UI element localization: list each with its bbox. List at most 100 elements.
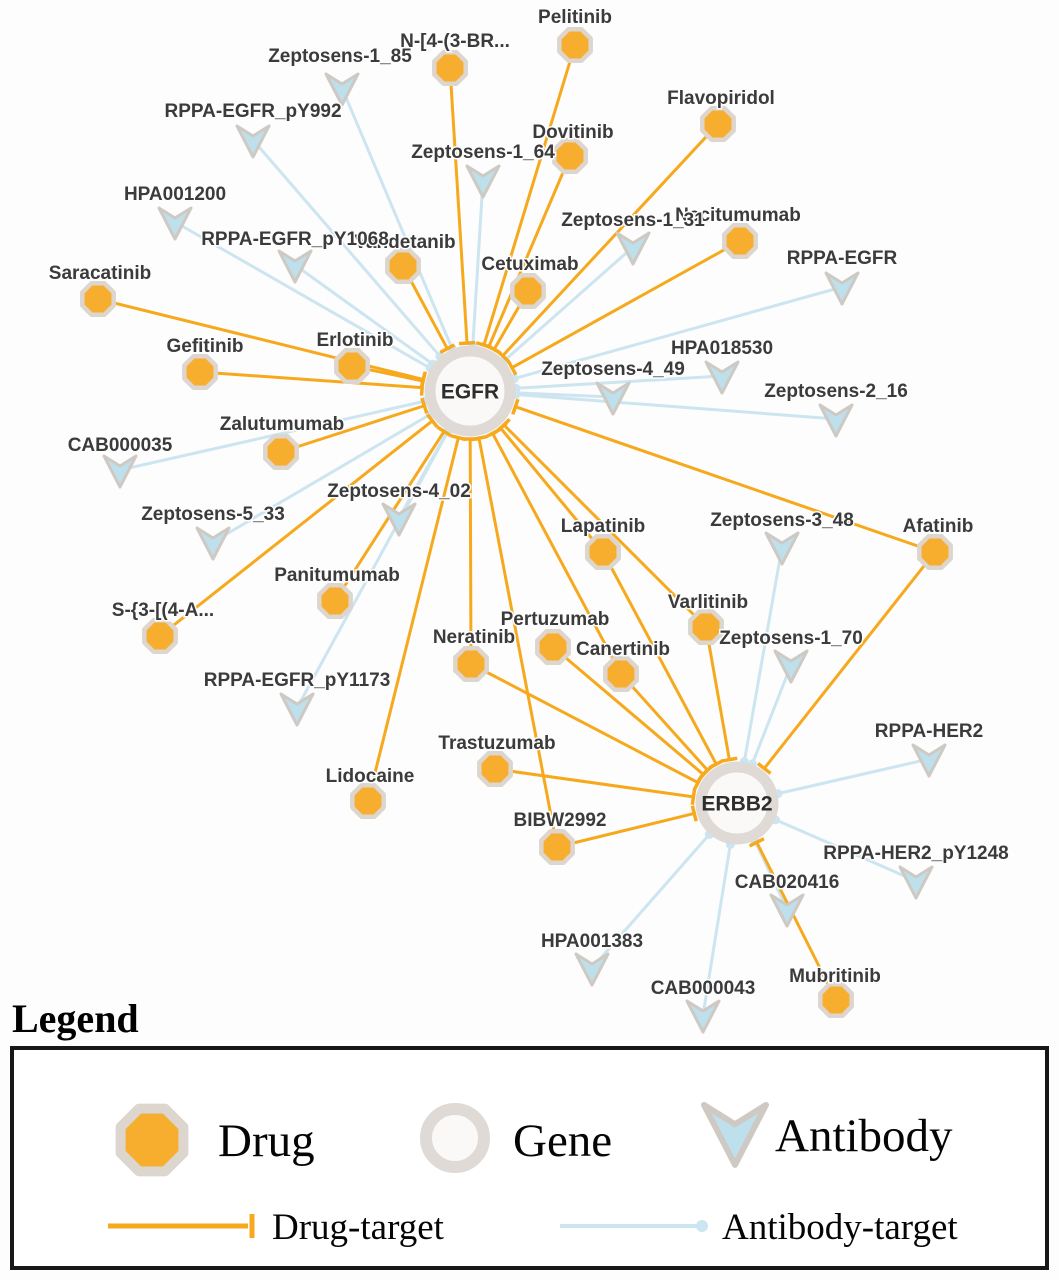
- drug-edge-tee-bibw2992: [690, 805, 698, 822]
- node-label-bibw2992: BIBW2992: [514, 810, 607, 831]
- node-label-rppa-egfr-py1173: RPPA-EGFR_pY1173: [204, 670, 391, 691]
- antibody-target-edge-zeptosens-4-49: [515, 391, 614, 399]
- node-label-flavopiridol: Flavopiridol: [667, 88, 775, 109]
- node-label-zeptosens-1-70: Zeptosens-1_70: [719, 628, 863, 649]
- node-label-varlitinib: Varlitinib: [668, 592, 748, 613]
- drug-node-necitumumab[interactable]: [722, 223, 758, 259]
- drug-target-edge-neratinib-erbb2: [470, 662, 699, 784]
- antibody-target-edge-rppa-egfr-py1173: [295, 430, 450, 709]
- node-label-pelitinib: Pelitinib: [538, 7, 612, 28]
- node-label-hpa001200: HPA001200: [124, 184, 226, 205]
- drug-node-vandetanib[interactable]: [385, 248, 421, 284]
- drug-target-edge-varlitinib-erbb2: [704, 626, 731, 760]
- antibody-target-edge-rppa-her2: [777, 757, 930, 796]
- legend-antibody-target-label: Antibody-target: [722, 1207, 958, 1248]
- gene-node-egfr[interactable]: [424, 345, 516, 437]
- antibody-node-zeptosens-1-31[interactable]: [615, 231, 651, 266]
- antibody-node-zeptosens-4-02[interactable]: [381, 502, 417, 537]
- antibody-node-zeptosens-4-49[interactable]: [595, 381, 631, 416]
- drug-target-edge-pelitinib-egfr: [482, 44, 577, 346]
- node-label-rppa-egfr-py1068: RPPA-EGFR_pY1068: [201, 229, 389, 250]
- node-label-mubritinib: Mubritinib: [789, 966, 881, 987]
- drug-node-flavopiridol[interactable]: [700, 106, 736, 142]
- antibody-node-hpa001200[interactable]: [157, 206, 193, 241]
- antibody-node-rppa-her2-py1248[interactable]: [898, 865, 934, 900]
- antibody-target-edge-hpa018530: [515, 374, 723, 390]
- antibody-node-hpa018530[interactable]: [704, 360, 740, 395]
- antibody-node-rppa-egfr-py1173[interactable]: [279, 692, 315, 727]
- antibody-target-edge-rppa-egfr-py1068: [294, 263, 434, 366]
- drug-node-neratinib[interactable]: [453, 646, 489, 682]
- node-label-necitumumab: Necitumumab: [675, 205, 801, 226]
- antibody-node-hpa001383[interactable]: [574, 952, 610, 987]
- antibody-node-rppa-her2[interactable]: [911, 743, 947, 778]
- antibody-target-edge-zeptosens-2-16: [515, 393, 837, 421]
- drug-node-zalutumumab[interactable]: [263, 434, 299, 470]
- drug-target-edge-s-3-4-a-egfr: [159, 419, 434, 638]
- legend-drug-icon: [115, 1103, 189, 1177]
- drug-edge-tee-afatinib: [756, 762, 772, 775]
- node-label-pertuzumab: Pertuzumab: [501, 609, 610, 630]
- drug-edge-tee-vandetanib: [439, 343, 456, 355]
- drug-node-lapatinib[interactable]: [585, 534, 621, 570]
- antibody-node-zeptosens-5-33[interactable]: [195, 526, 231, 561]
- drug-node-saracatinib[interactable]: [80, 281, 116, 317]
- antibody-node-zeptosens-2-16[interactable]: [818, 403, 854, 438]
- drug-target-edge-lapatinib-egfr: [499, 427, 605, 553]
- drug-node-bibw2992[interactable]: [539, 829, 575, 865]
- drug-node-pertuzumab[interactable]: [535, 629, 571, 665]
- drug-target-edge-gefitinib-egfr: [199, 370, 423, 390]
- node-label-trastuzumab: Trastuzumab: [438, 733, 555, 754]
- drug-target-edge-canertinib-egfr: [491, 432, 623, 675]
- antibody-target-edge-rppa-her2-py1248: [774, 818, 917, 883]
- node-label-cab000035: CAB000035: [68, 435, 173, 456]
- gene-node-erbb2[interactable]: [695, 761, 779, 845]
- antibody-node-cab000043[interactable]: [685, 999, 721, 1034]
- drug-node-varlitinib[interactable]: [688, 609, 724, 645]
- node-label-saracatinib: Saracatinib: [49, 263, 151, 284]
- drug-node-panitumumab[interactable]: [317, 583, 353, 619]
- drug-node-afatinib[interactable]: [917, 534, 953, 570]
- antibody-node-rppa-egfr-py992[interactable]: [235, 124, 271, 159]
- drug-target-edge-bibw2992-erbb2: [556, 811, 695, 849]
- drug-edge-tee-varlitinib: [497, 418, 511, 432]
- antibody-node-rppa-egfr[interactable]: [824, 271, 860, 306]
- drug-target-edge-n-4-3-br-egfr: [448, 67, 469, 344]
- antibody-node-rppa-egfr-py1068[interactable]: [277, 249, 313, 284]
- antibody-node-cab020416[interactable]: [769, 893, 805, 928]
- node-label-vandetanib: Vandetanib: [354, 232, 455, 253]
- node-label-rppa-her2-py1248: RPPA-HER2_pY1248: [823, 843, 1009, 864]
- drug-node-pelitinib[interactable]: [557, 27, 593, 63]
- legend: Legend Drug Gene Antibody Drug-target An…: [10, 996, 1049, 1270]
- node-label-neratinib: Neratinib: [433, 627, 515, 648]
- drug-node-cetuximab[interactable]: [510, 273, 546, 309]
- drug-node-mubritinib[interactable]: [818, 982, 854, 1018]
- drug-node-dovitinib[interactable]: [552, 138, 588, 174]
- drug-node-gefitinib[interactable]: [182, 354, 218, 390]
- antibody-target-edge-zeptosens-1-64: [471, 179, 485, 346]
- drug-target-edge-mubritinib-erbb2: [755, 841, 838, 1001]
- drug-target-edge-trastuzumab-erbb2: [494, 767, 694, 799]
- drug-edge-tee-canertinib: [484, 428, 501, 439]
- antibody-target-edge-zeptosens-1-70: [750, 664, 793, 765]
- drug-target-edge-afatinib-erbb2: [763, 551, 937, 770]
- antibody-node-zeptosens-1-70[interactable]: [773, 649, 809, 684]
- node-label-lapatinib: Lapatinib: [561, 516, 645, 537]
- antibody-node-zeptosens-1-64[interactable]: [465, 164, 501, 199]
- antibody-node-zeptosens-1-85[interactable]: [324, 72, 360, 107]
- drug-node-trastuzumab[interactable]: [477, 751, 513, 787]
- drug-node-s-3-4-a[interactable]: [142, 618, 178, 654]
- legend-icons: [108, 1101, 769, 1238]
- drug-target-edge-lidocaine-egfr: [366, 437, 460, 802]
- drug-node-n-4-3-br[interactable]: [432, 50, 468, 86]
- antibody-target-edge-rppa-egfr-py992: [251, 139, 442, 358]
- drug-node-canertinib[interactable]: [603, 656, 639, 692]
- antibody-node-cab000035[interactable]: [102, 454, 138, 489]
- node-label-canertinib: Canertinib: [576, 639, 670, 660]
- drug-node-erlotinib[interactable]: [334, 348, 370, 384]
- node-label-zeptosens-2-16: Zeptosens-2_16: [764, 381, 908, 402]
- antibody-node-zeptosens-3-48[interactable]: [764, 531, 800, 566]
- node-label-rppa-egfr-py992: RPPA-EGFR_pY992: [164, 101, 341, 122]
- drug-edge-tee-pertuzumab: [696, 767, 710, 782]
- drug-node-lidocaine[interactable]: [350, 783, 386, 819]
